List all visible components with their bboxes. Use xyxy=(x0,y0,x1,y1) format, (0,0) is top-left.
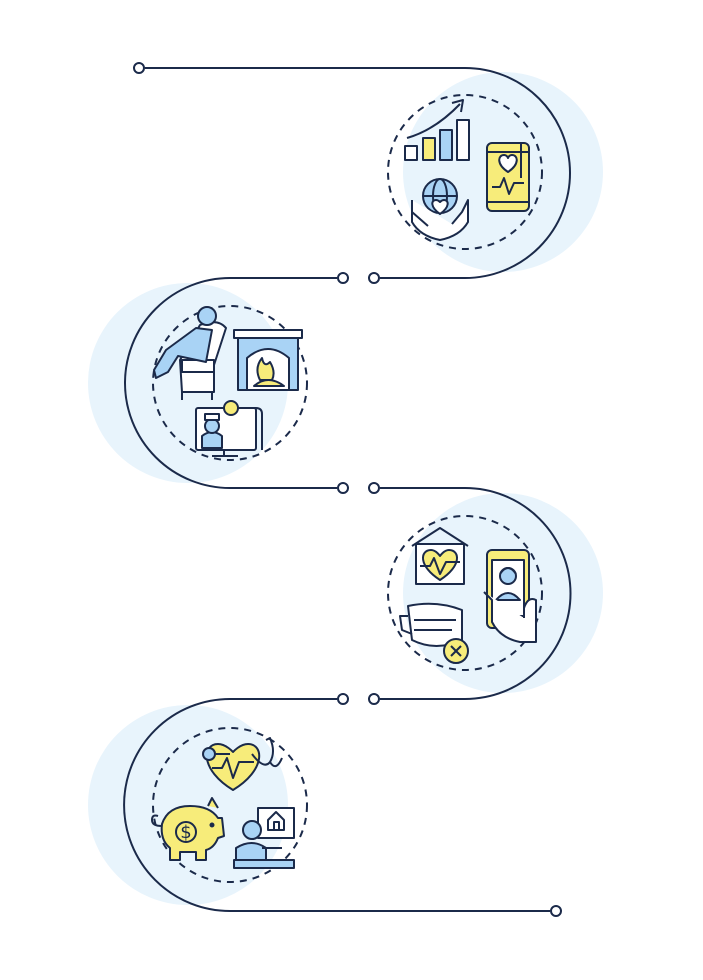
connector-segment-2 xyxy=(124,277,337,489)
step-dashed-rings xyxy=(152,94,543,883)
connector-segment-3 xyxy=(380,487,572,700)
svg-text:$: $ xyxy=(180,822,191,843)
work-from-home-laptop-icon xyxy=(233,807,295,869)
dot-4-start xyxy=(337,693,349,705)
fireplace-icon xyxy=(233,329,303,391)
heart-stethoscope-icon xyxy=(202,737,283,791)
dot-3-end xyxy=(368,693,380,705)
step-3-dashed-ring xyxy=(387,515,543,671)
dot-1-end xyxy=(368,272,380,284)
piggy-bank-savings-icon: $ xyxy=(151,797,225,861)
dot-2-start xyxy=(337,272,349,284)
house-heart-rate-icon xyxy=(411,527,469,585)
dot-2-end xyxy=(337,482,349,494)
connector-dots xyxy=(133,62,562,917)
dot-3-start xyxy=(368,482,380,494)
start-dot xyxy=(133,62,145,74)
connector-segment-1 xyxy=(145,67,571,279)
growth-bar-chart-icon xyxy=(404,99,470,161)
connector-segment-4 xyxy=(123,698,550,912)
no-mask-needed-icon xyxy=(399,602,469,664)
timeline-connector xyxy=(123,67,572,912)
step-2-dashed-ring xyxy=(152,305,308,461)
global-health-care-icon xyxy=(411,178,469,241)
step-4-dashed-ring xyxy=(152,727,308,883)
step-1-dashed-ring xyxy=(387,94,543,250)
step-4-background xyxy=(88,705,288,905)
doctor-on-smartphone-icon xyxy=(483,549,537,643)
doctor-video-call-icon xyxy=(195,400,263,457)
person-in-armchair-icon xyxy=(153,306,227,400)
heart-rate-smartphone-icon xyxy=(486,142,530,212)
end-dot xyxy=(550,905,562,917)
